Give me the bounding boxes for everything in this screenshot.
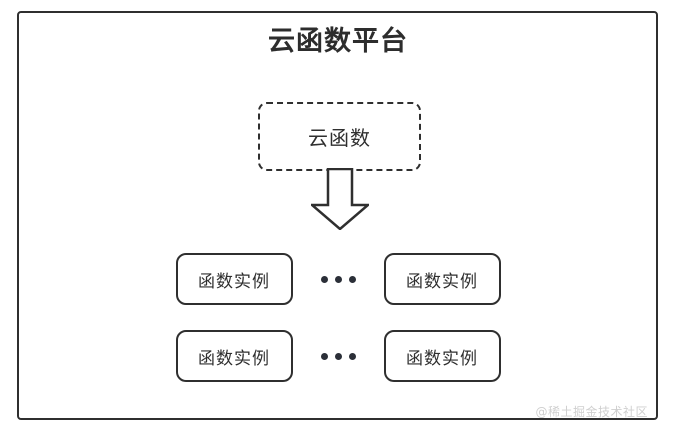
ellipsis-dot-icon — [334, 352, 342, 360]
ellipsis-dot-icon — [348, 352, 356, 360]
function-instance-label: 函数实例 — [406, 348, 478, 369]
function-instance-box: 函数实例 — [383, 253, 501, 305]
watermark: @稀土掘金技术社区 — [535, 405, 648, 419]
ellipsis-dot-icon — [334, 275, 342, 283]
cloud-function-node: 云函数 — [258, 102, 421, 171]
page-title: 云函数平台 — [268, 26, 408, 57]
function-instance-label: 函数实例 — [198, 348, 270, 369]
ellipsis-indicator — [293, 253, 384, 305]
function-instance-label: 函数实例 — [406, 271, 478, 292]
instance-row: 函数实例 函数实例 — [0, 330, 676, 382]
function-instance-box: 函数实例 — [383, 330, 501, 382]
down-block-arrow-icon — [308, 167, 372, 231]
cloud-function-label: 云函数 — [308, 126, 371, 150]
ellipsis-dot-icon — [320, 352, 328, 360]
instance-row: 函数实例 函数实例 — [0, 253, 676, 305]
ellipsis-dot-icon — [348, 275, 356, 283]
ellipsis-indicator — [293, 330, 384, 382]
ellipsis-dot-icon — [320, 275, 328, 283]
function-instance-label: 函数实例 — [198, 271, 270, 292]
function-instance-box: 函数实例 — [175, 330, 293, 382]
function-instance-box: 函数实例 — [175, 253, 293, 305]
